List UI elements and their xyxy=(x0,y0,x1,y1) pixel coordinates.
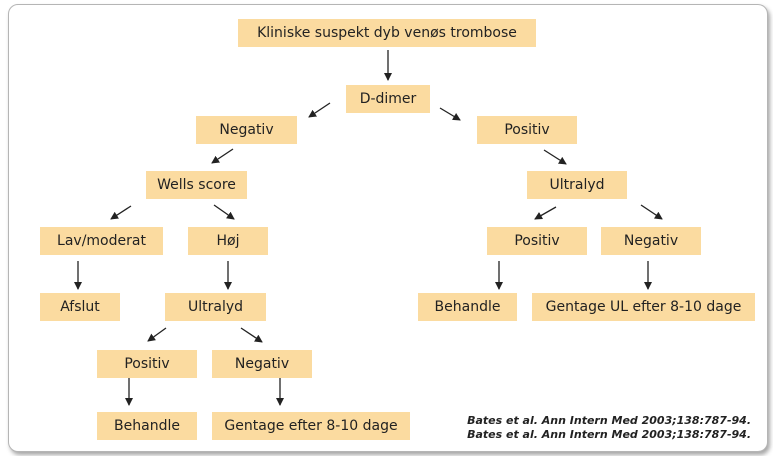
node-behandle-mid: Behandle xyxy=(97,412,197,440)
arrow-negativ-wells xyxy=(211,148,234,164)
arrow-positiv-ultralyd xyxy=(543,149,567,165)
node-negativ-mid: Negativ xyxy=(212,350,312,378)
arrow-ddimer-negativ xyxy=(308,102,331,118)
node-negativ-left: Negativ xyxy=(196,116,297,144)
node-wells-score: Wells score xyxy=(146,171,247,199)
arrow-ultralyd-negativ xyxy=(640,204,663,220)
arrow-ddimer-positiv xyxy=(439,107,461,121)
node-behandle-right: Behandle xyxy=(418,293,517,321)
node-gentage-ul-right: Gentage UL efter 8-10 dage xyxy=(532,293,755,321)
node-lav-moderat: Lav/moderat xyxy=(40,227,163,255)
node-afslut: Afslut xyxy=(40,293,120,321)
arrow-ultralyd-positiv xyxy=(534,206,557,220)
citation-line-2: Bates et al. Ann Intern Med 2003;138:787… xyxy=(467,428,751,441)
node-d-dimer: D-dimer xyxy=(346,85,430,113)
arrow-ultralydmid-positiv xyxy=(147,327,167,342)
arrow-wells-lav xyxy=(110,205,132,220)
node-positiv-mid: Positiv xyxy=(97,350,197,378)
node-positiv-right: Positiv xyxy=(477,116,577,144)
arrow-ultralydmid-negativ xyxy=(240,327,263,343)
node-ultralyd-mid: Ultralyd xyxy=(165,293,266,321)
node-negativ-r2: Negativ xyxy=(601,227,701,255)
node-kliniske-suspekt: Kliniske suspekt dyb venøs trombose xyxy=(238,19,536,47)
node-hoj: Høj xyxy=(188,227,268,255)
citation-line-1: Bates et al. Ann Intern Med 2003;138:787… xyxy=(467,414,751,427)
node-gentage-mid: Gentage efter 8-10 dage xyxy=(212,412,410,440)
node-ultralyd-right: Ultralyd xyxy=(527,171,627,199)
node-positiv-r2: Positiv xyxy=(487,227,587,255)
arrow-wells-hoj xyxy=(213,204,235,220)
